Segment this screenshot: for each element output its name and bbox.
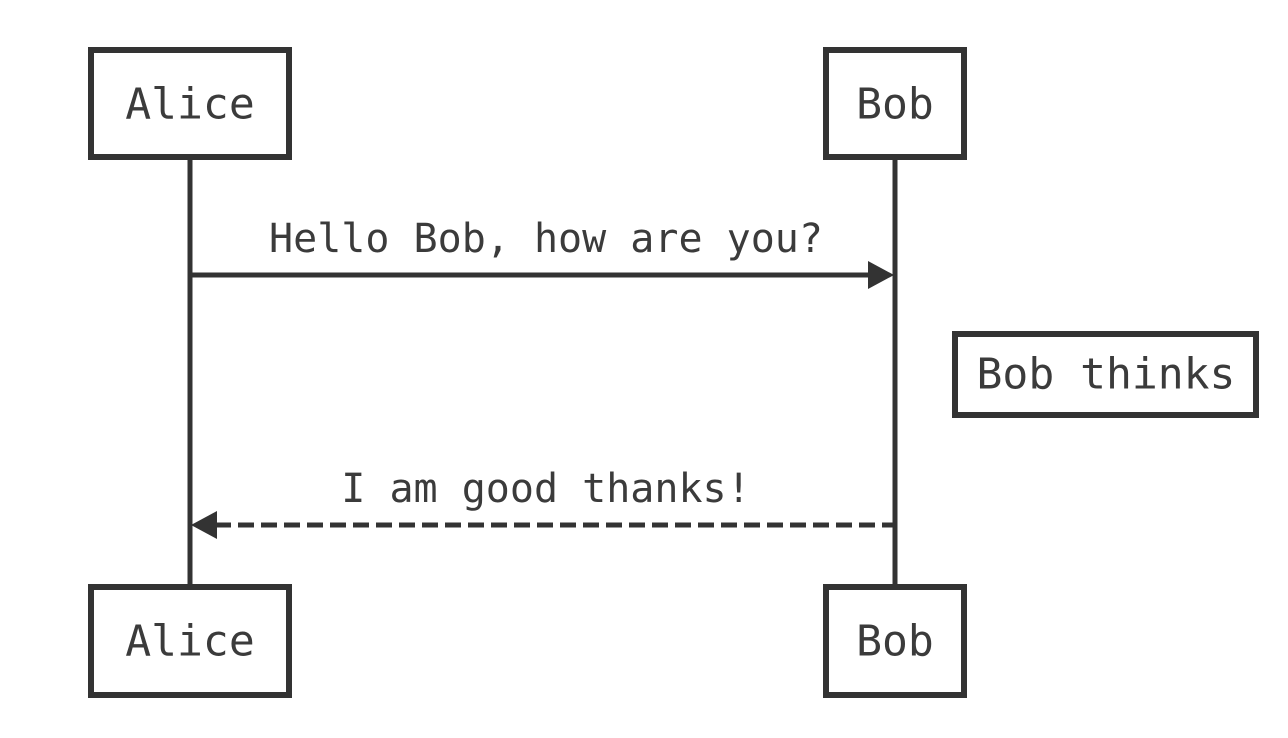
actor-box-bob-top[interactable] (823, 47, 967, 160)
note-box-rect[interactable] (952, 331, 1259, 418)
note-label: Bob thinks (977, 350, 1236, 400)
actor-label-bob-top: Bob (856, 80, 934, 130)
actor-top-bob[interactable]: Bob (823, 47, 967, 160)
actor-box-bob-bottom[interactable] (823, 584, 967, 698)
lifelines-group (187, 160, 898, 586)
actor-top-alice[interactable]: Alice (88, 47, 292, 160)
message-1-arrowhead (868, 261, 894, 289)
message-1-label: Hello Bob, how are you? (269, 216, 823, 262)
actor-label-bob-bottom: Bob (856, 617, 934, 667)
message-2-label: I am good thanks! (341, 466, 750, 512)
actor-bottom-alice[interactable]: Alice (88, 584, 292, 698)
actor-label-alice-bottom: Alice (125, 617, 254, 667)
message-1[interactable]: Hello Bob, how are you? (192, 216, 894, 289)
actor-box-alice-bottom[interactable] (88, 584, 292, 698)
message-2-arrowhead (191, 511, 217, 539)
note-bob-thinks[interactable]: Bob thinks (952, 331, 1259, 418)
message-2[interactable]: I am good thanks! (191, 466, 893, 539)
actor-box-alice-top[interactable] (88, 47, 292, 160)
actor-label-alice-top: Alice (125, 80, 254, 130)
actor-bottom-bob[interactable]: Bob (823, 584, 967, 698)
